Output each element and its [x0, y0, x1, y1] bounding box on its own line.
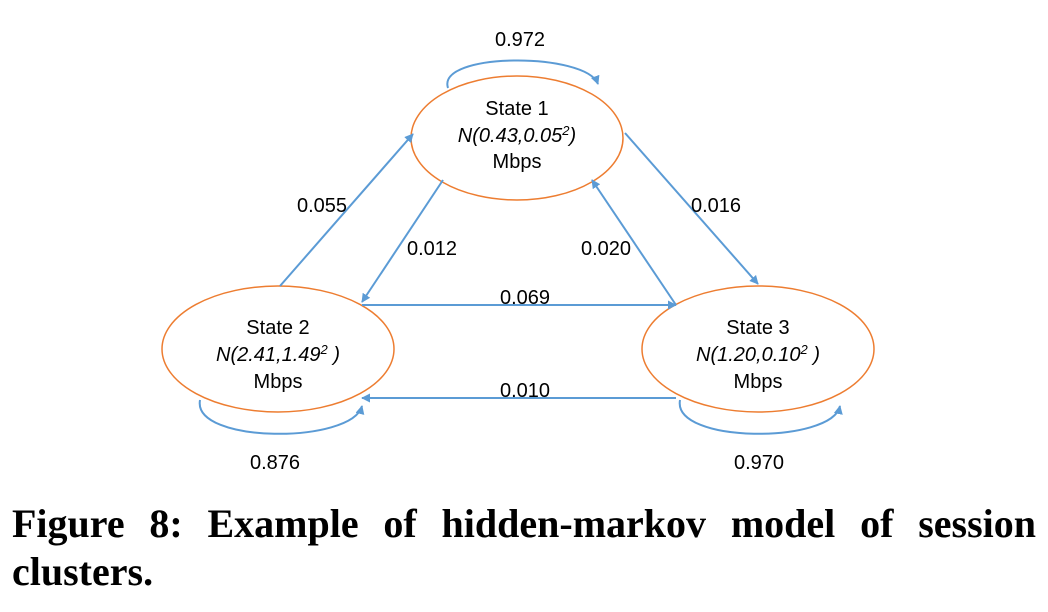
state-1-to-state-3-arrow: [624, 132, 759, 285]
state-3-distribution: N(1.20,0.102 ): [696, 342, 820, 366]
figure-caption: Figure 8: Example of hidden-markov model…: [12, 501, 1036, 594]
transition-label-s3-s2: 0.010: [500, 380, 550, 402]
state-1-to-state-2-arrow: [361, 179, 444, 303]
transition-label-s3-s1: 0.020: [581, 238, 631, 260]
state-1-distribution: N(0.43,0.052): [458, 123, 576, 147]
transition-label-s3-s3: 0.970: [734, 452, 784, 474]
state-2-dist-prefix: N(2.41,1.49: [216, 344, 321, 366]
state-2-to-state-1-arrow: [279, 133, 414, 287]
state-3-unit: Mbps: [734, 371, 783, 393]
state-3-dist-suffix: ): [808, 344, 820, 366]
state-2-distribution: N(2.41,1.492 ): [216, 342, 340, 366]
state-3-dist-sup: 2: [800, 342, 809, 357]
state-3-to-state-1-arrow: [591, 179, 677, 306]
self-loop-state-2-arrow: [198, 399, 365, 435]
transition-label-s2-s2: 0.876: [250, 452, 300, 474]
transition-label-s1-s2: 0.012: [407, 238, 457, 260]
state-2-node: State 2 N(2.41,1.492 ) Mbps: [161, 285, 395, 413]
state-2-unit: Mbps: [254, 371, 303, 393]
state-3-dist-prefix: N(1.20,0.10: [696, 344, 801, 366]
state-2-dist-suffix: ): [328, 344, 340, 366]
state-1-dist-prefix: N(0.43,0.05: [458, 125, 563, 147]
state-2-ellipse: [161, 285, 395, 413]
transition-label-s2-s3: 0.069: [500, 287, 550, 309]
transition-label-s1-s3: 0.016: [691, 195, 741, 217]
state-3-ellipse: [641, 285, 875, 413]
state-1-dist-suffix: ): [568, 125, 577, 147]
state-1-node: State 1 N(0.43,0.052) Mbps: [410, 75, 624, 201]
state-1-dist-sup: 2: [561, 123, 570, 138]
self-loop-state-3-arrow: [678, 399, 843, 435]
transition-label-s1-s1: 0.972: [495, 29, 545, 51]
self-loop-state-1-arrow: [446, 59, 600, 89]
hmm-diagram: State 1 N(0.43,0.052) Mbps State 2 N(2.4…: [161, 29, 875, 474]
transition-label-s2-s1: 0.055: [297, 195, 347, 217]
state-2-name: State 2: [246, 317, 309, 339]
state-1-name: State 1: [485, 98, 548, 120]
state-3-node: State 3 N(1.20,0.102 ) Mbps: [641, 285, 875, 413]
state-3-name: State 3: [726, 317, 789, 339]
state-2-dist-sup: 2: [320, 342, 329, 357]
state-1-unit: Mbps: [493, 151, 542, 173]
